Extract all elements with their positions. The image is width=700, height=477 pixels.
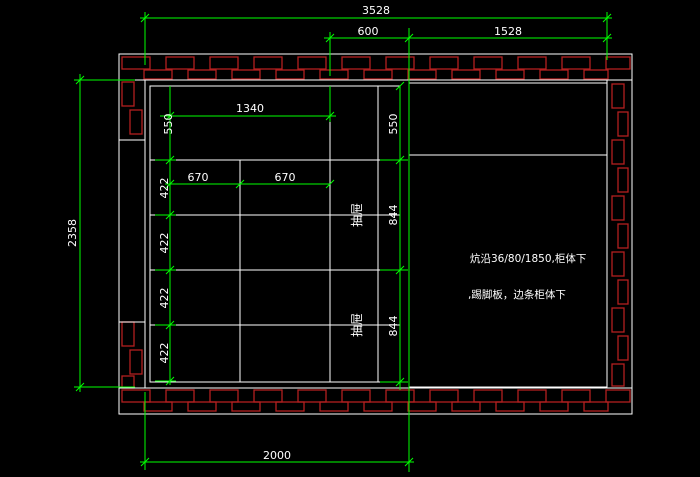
dim-total-width: 3528 [362, 4, 390, 17]
dim-row-height-4: 422 [158, 343, 171, 364]
dimension-lines [74, 12, 612, 472]
dim-gap-width: 600 [358, 25, 379, 38]
dim-drawer-height-1: 844 [387, 205, 400, 226]
drawer-label-2: 抽屉 [350, 313, 364, 337]
dim-half-width-b: 670 [275, 171, 296, 184]
dim-top-height-right: 550 [387, 114, 400, 135]
kang-platform [408, 82, 608, 388]
dim-drawer-height-2: 844 [387, 316, 400, 337]
dim-half-width-a: 670 [188, 171, 209, 184]
cabinet [149, 85, 401, 383]
room-outline [118, 53, 633, 415]
dim-row-height-3: 422 [158, 288, 171, 309]
drawer-label-1: 抽屉 [350, 203, 364, 227]
kang-note-line-1: 炕沿36/80/1850,柜体下 [470, 252, 586, 265]
dim-right-width: 1528 [494, 25, 522, 38]
kang-note-line-2: ,踢脚板，边条柜体下 [468, 288, 566, 301]
dim-row-height-2: 422 [158, 233, 171, 254]
dim-total-height: 2358 [66, 219, 79, 247]
dim-top-height-left: 550 [162, 114, 175, 135]
brick-wall [121, 56, 631, 412]
dim-shelf-width: 1340 [236, 102, 264, 115]
dim-bottom-width: 2000 [263, 449, 291, 462]
dim-row-height-1: 422 [158, 178, 171, 199]
